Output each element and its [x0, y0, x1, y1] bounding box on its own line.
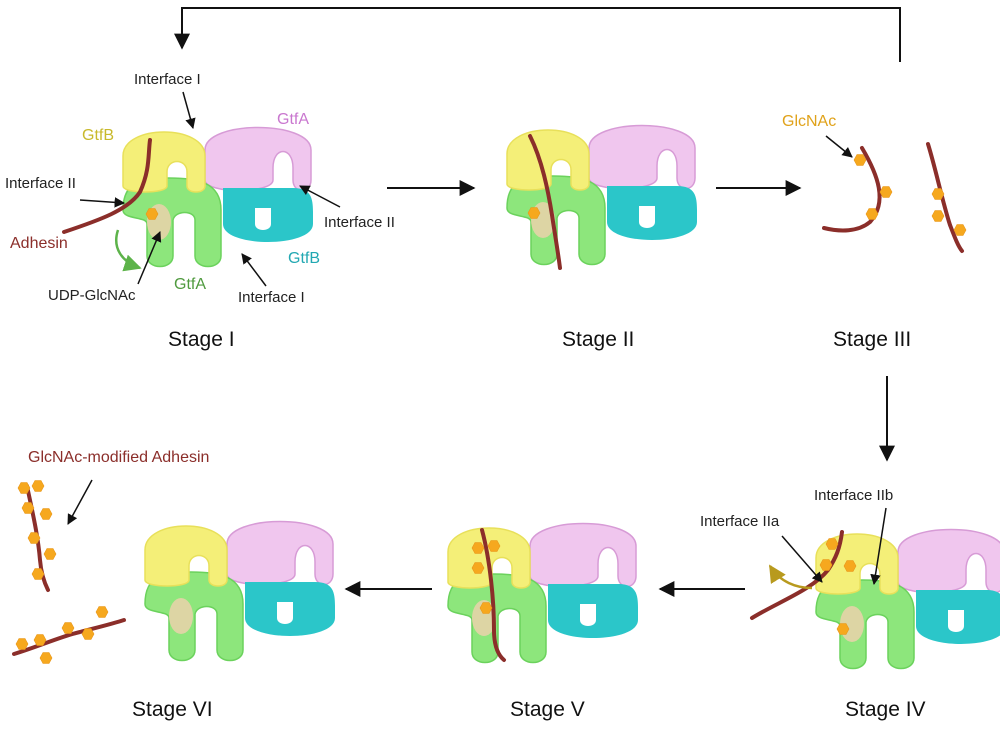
stage-4-adhesin [750, 530, 857, 635]
feedback-arrow [174, 7, 901, 62]
stage-6-modified-adhesin-2 [12, 606, 126, 664]
stage-1-interface-ii-right-label: Interface II [324, 214, 395, 231]
stage-3-glcnac-label: GlcNAc [782, 113, 836, 130]
stage-3-adhesin-1 [822, 146, 893, 233]
stage-1-udp-glcnac-label: UDP-GlcNAc [48, 287, 136, 304]
stage-2-title: Stage II [562, 328, 634, 351]
stage-2-adhesin [528, 134, 562, 270]
stage-4-interface-iib-label: Interface IIb [814, 487, 893, 504]
stage-1-interface-i-top-label: Interface I [134, 71, 201, 88]
stage-1-gtfb-cyan-label: GtfB [288, 250, 320, 267]
stage-6-complex [144, 520, 336, 662]
stage-1-adhesin-label: Adhesin [10, 235, 68, 252]
stage-1-interface-i-bottom-label: Interface I [238, 289, 305, 306]
stage-3-adhesin-2 [926, 142, 967, 253]
stage-1-udp-glcnac [145, 208, 159, 220]
stage-6-modified-adhesin-1 [17, 480, 57, 592]
stage-6-title: Stage VI [132, 698, 213, 721]
stage-4-complex [815, 528, 1000, 670]
stage-2-glcnac [527, 207, 541, 219]
stage-1-adhesin [62, 138, 152, 234]
stage-1-gtfa-green-label: GtfA [174, 276, 206, 293]
stage-1-complex [122, 126, 314, 268]
stage-1-gtfb-yellow-label: GtfB [82, 127, 114, 144]
stage-1-rotation-arrow [115, 229, 142, 272]
stage-5-title: Stage V [510, 698, 585, 721]
stage-1-title: Stage I [168, 328, 235, 351]
stage-4-title: Stage IV [845, 698, 926, 721]
stage-3-title: Stage III [833, 328, 911, 351]
stage-4-rotation-arrow [768, 564, 813, 590]
stage-5-adhesin [471, 528, 506, 662]
stage-1-gtfa-pink-label: GtfA [277, 111, 309, 128]
stage-6-modified-adhesin-label: GlcNAc-modified Adhesin [28, 449, 209, 466]
stage-1-interface-ii-left-label: Interface II [5, 175, 76, 192]
stage-4-interface-iia-label: Interface IIa [700, 513, 780, 530]
